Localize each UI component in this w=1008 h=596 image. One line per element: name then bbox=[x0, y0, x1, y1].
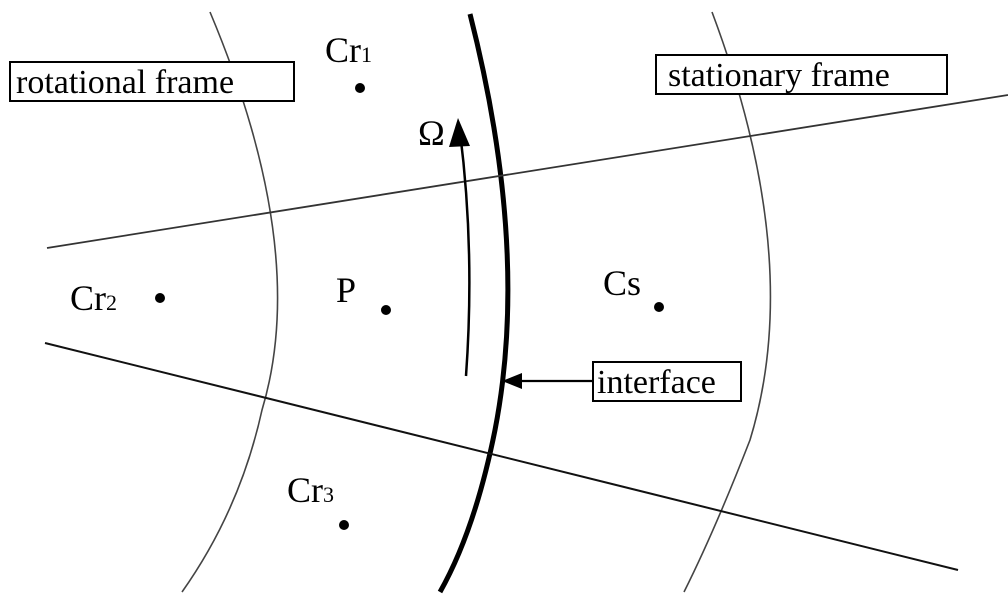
interface-line bbox=[437, 13, 511, 594]
cr1-point bbox=[355, 83, 365, 93]
lower-mesh-line bbox=[44, 342, 959, 571]
interface-box bbox=[592, 361, 742, 402]
p-label: P bbox=[336, 270, 356, 310]
right-cell-boundary bbox=[683, 11, 772, 593]
cr2-base: Cr bbox=[70, 278, 106, 318]
cr2-label: Cr2 bbox=[70, 278, 117, 318]
cs-point bbox=[654, 302, 664, 312]
cr3-label: Cr3 bbox=[287, 470, 334, 510]
stationary-frame-label: stationary frame bbox=[668, 57, 890, 94]
interface-pointer-arrowhead bbox=[502, 373, 522, 389]
left-cell-boundary bbox=[181, 11, 279, 593]
cr1-label: Cr1 bbox=[325, 30, 372, 70]
cr2-point bbox=[155, 293, 165, 303]
interface-label: interface bbox=[597, 364, 716, 401]
cr1-base: Cr bbox=[325, 30, 361, 70]
cr3-base: Cr bbox=[287, 470, 323, 510]
omega-label: Ω bbox=[418, 113, 445, 153]
p-point bbox=[381, 305, 391, 315]
upper-mesh-line bbox=[46, 94, 1008, 249]
rotational-frame-label: rotational frame bbox=[16, 64, 234, 101]
stationary-frame-box bbox=[655, 54, 948, 95]
cs-base: Cs bbox=[603, 263, 641, 303]
cr3-subscript: 3 bbox=[323, 482, 334, 507]
rotation-arrowhead bbox=[449, 118, 470, 147]
cs-label: Cs bbox=[603, 263, 641, 303]
cr1-subscript: 1 bbox=[361, 42, 372, 67]
rotational-frame-box bbox=[9, 61, 295, 102]
cr3-point bbox=[339, 520, 349, 530]
rotation-arc bbox=[458, 131, 471, 377]
cr2-subscript: 2 bbox=[106, 290, 117, 315]
